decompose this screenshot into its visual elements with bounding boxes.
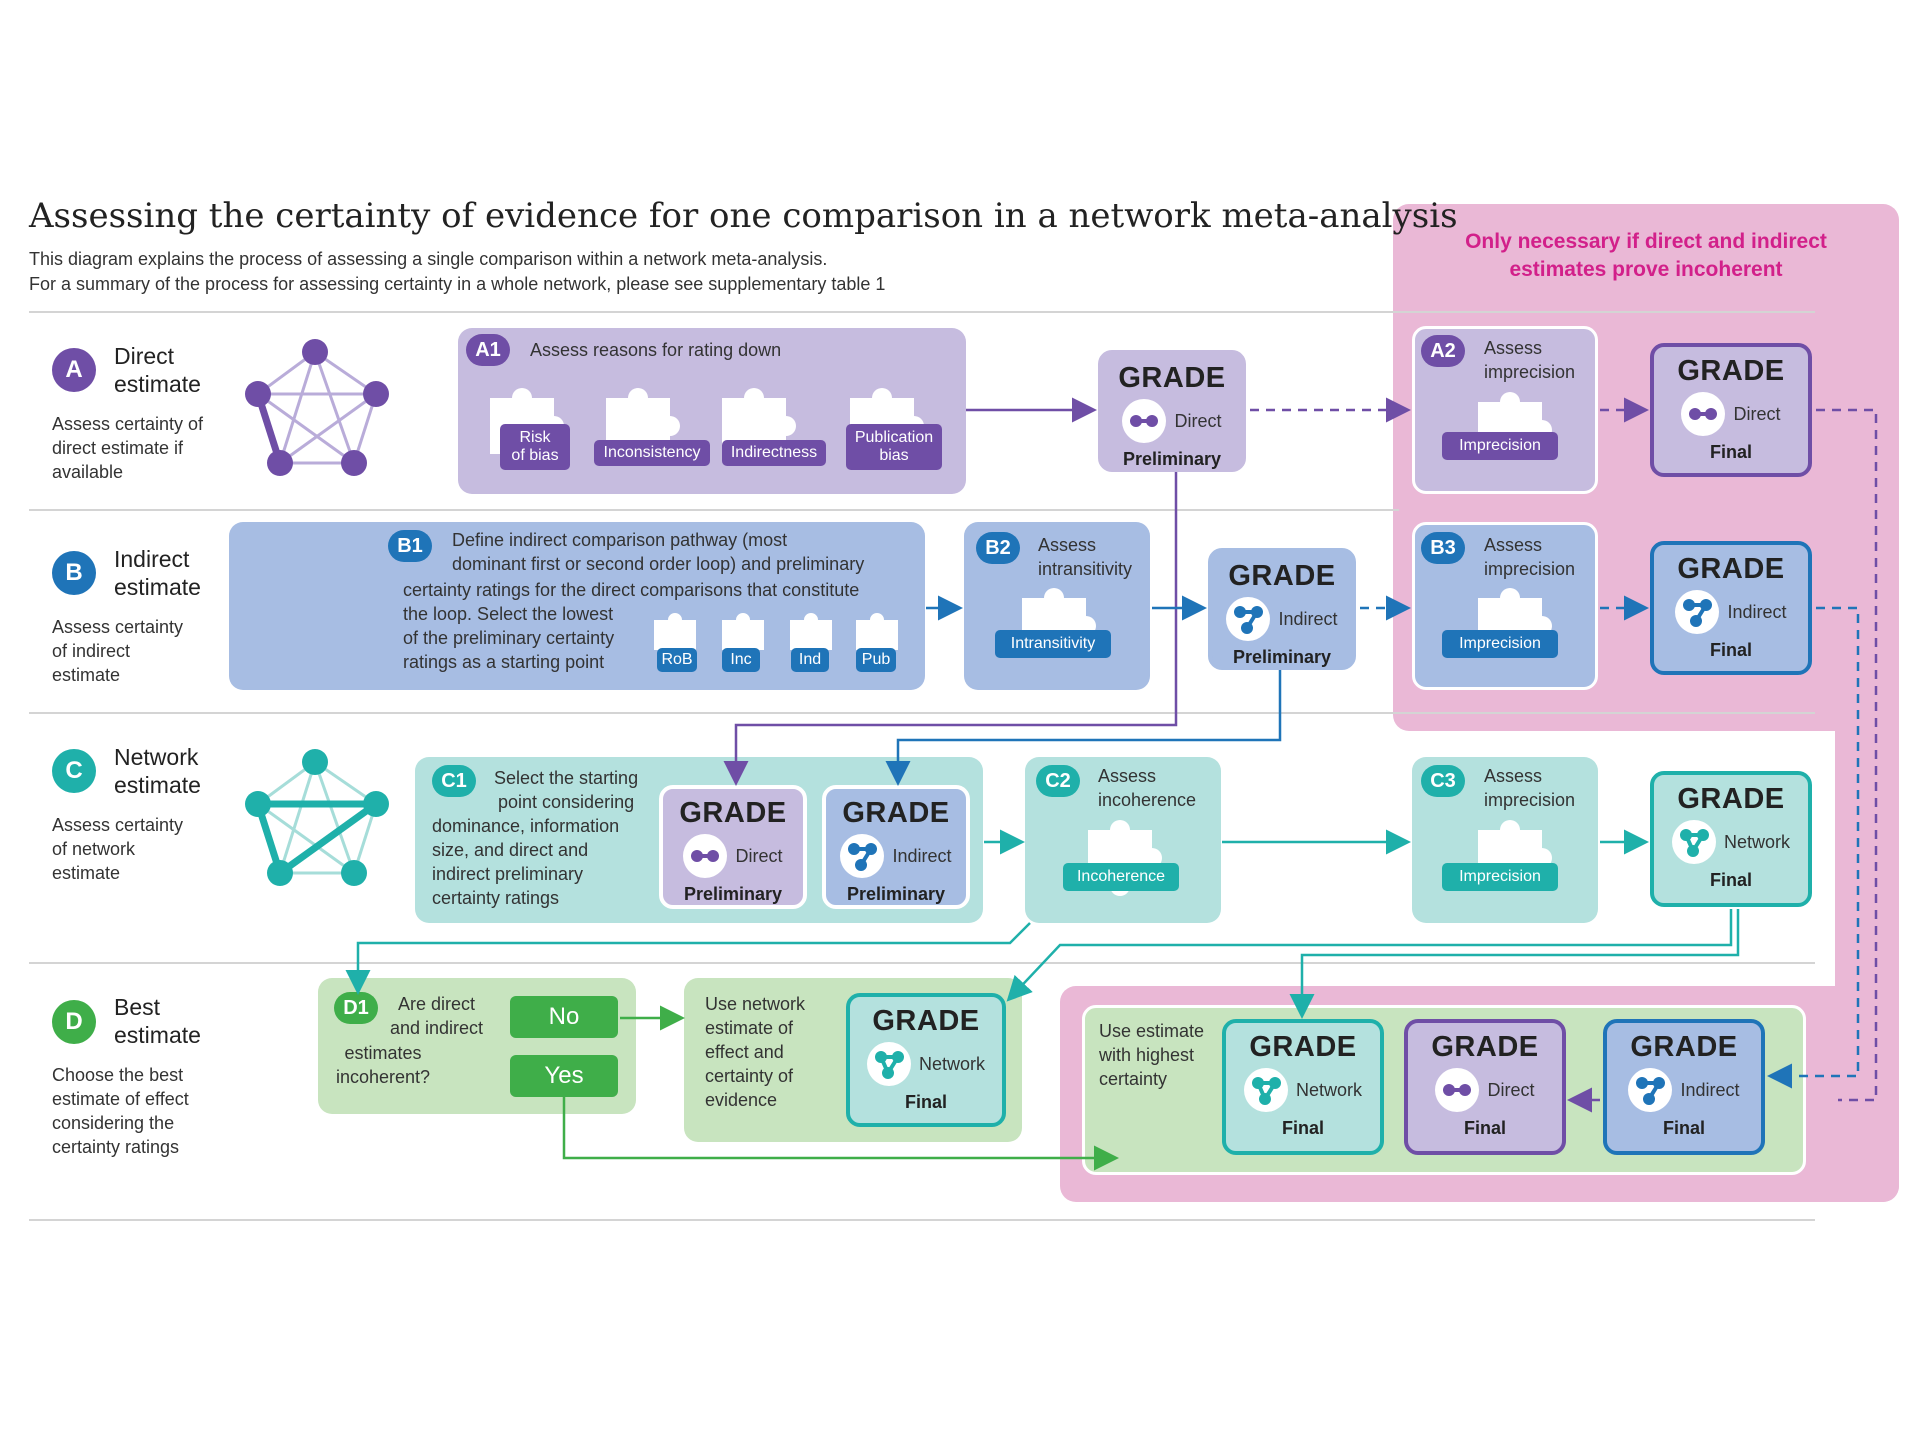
b1-text-bottom: the loop. Select the lowest of the preli…	[403, 604, 615, 672]
b3-text: Assess imprecision	[1484, 535, 1576, 579]
grade-network-final-c: GRADE Network Final	[1650, 771, 1812, 907]
piece-imprecision: Imprecision	[1442, 863, 1558, 891]
network-icon	[1671, 820, 1716, 864]
divider-line	[29, 311, 1815, 313]
grade-indirect-final-b: GRADE Indirect Final	[1650, 541, 1812, 675]
grade-label: GRADE	[1118, 362, 1226, 394]
grade-indirect-final-best: GRADE Indirect Final	[1603, 1019, 1765, 1155]
direct-link-icon	[683, 834, 728, 878]
answer-no: No	[510, 996, 618, 1038]
page-subtitle-1: This diagram explains the process of ass…	[29, 249, 828, 269]
row-d-title: Best estimate	[114, 994, 201, 1048]
network-icon	[1243, 1068, 1288, 1112]
indirect-loop-icon	[1226, 597, 1271, 641]
direct-link-icon	[1681, 392, 1726, 436]
b3-badge: B3	[1421, 532, 1465, 564]
piece-indirectness: Indirectness	[722, 440, 826, 466]
c3-badge: C3	[1421, 765, 1465, 797]
use-highest-text: Use estimate with highest certainty	[1099, 1021, 1205, 1089]
row-d-letter: D	[52, 1000, 96, 1044]
piece-intransitivity: Intransitivity	[995, 630, 1111, 658]
network-graph-network-icon	[245, 749, 389, 886]
row-c-letter: C	[52, 749, 96, 793]
grade-network-final-d: GRADE Network Final	[846, 993, 1006, 1127]
d1-badge: D1	[334, 992, 378, 1024]
b2-badge: B2	[976, 532, 1020, 564]
divider-line	[29, 1219, 1815, 1221]
grade-direct-final-a: GRADE Direct Final	[1650, 343, 1812, 477]
grade-direct-final-best: GRADE Direct Final	[1404, 1019, 1566, 1155]
piece-rob: RoB	[657, 648, 697, 672]
c1-badge: C1	[432, 765, 476, 797]
page-subtitle-2: For a summary of the process for assessi…	[29, 274, 886, 294]
d1-text-rest: estimates incoherent?	[336, 1043, 431, 1087]
piece-inconsistency: Inconsistency	[594, 440, 710, 466]
page-title: Assessing the certainty of evidence for …	[29, 196, 1458, 236]
b1-text-top: Define indirect comparison pathway (most…	[452, 530, 865, 574]
indirect-loop-icon	[840, 834, 885, 878]
row-c-title: Network estimate	[114, 744, 201, 798]
divider-line	[29, 712, 1815, 714]
piece-pub: Pub	[856, 648, 896, 672]
a2-text: Assess imprecision	[1484, 338, 1576, 382]
c2-badge: C2	[1036, 765, 1080, 797]
row-d-description: Choose the best estimate of effect consi…	[52, 1065, 189, 1157]
network-icon	[866, 1042, 911, 1086]
piece-publication-bias: Publication bias	[846, 424, 942, 470]
c1-text-first: Select the starting point considering	[494, 768, 639, 812]
row-a-letter: A	[52, 348, 96, 392]
piece-imprecision: Imprecision	[1442, 432, 1558, 460]
row-c-description: Assess certainty of network estimate	[52, 815, 184, 883]
b1-badge: B1	[388, 530, 432, 562]
network-graph-direct-icon	[245, 339, 389, 476]
divider-line	[29, 509, 1399, 511]
piece-risk-of-bias: Risk of bias	[500, 424, 570, 470]
piece-ind: Ind	[791, 648, 829, 672]
indirect-loop-icon	[1628, 1068, 1673, 1112]
grade-network-final-best: GRADE Network Final	[1222, 1019, 1384, 1155]
row-a-title: Direct estimate	[114, 343, 201, 397]
b1-text-mid: certainty ratings for the direct compari…	[403, 580, 860, 600]
a1-text: Assess reasons for rating down	[530, 340, 782, 360]
direct-link-icon	[1122, 399, 1167, 443]
use-network-text: Use network estimate of effect and certa…	[705, 994, 806, 1110]
optional-note: Only necessary if direct and indirect es…	[1465, 230, 1827, 281]
a1-badge: A1	[466, 334, 510, 366]
c2-text: Assess incoherence	[1098, 766, 1197, 810]
row-b-letter: B	[52, 551, 96, 595]
a2-badge: A2	[1421, 335, 1465, 367]
c3-text: Assess imprecision	[1484, 766, 1576, 810]
row-a-description: Assess certainty of direct estimate if a…	[52, 414, 204, 482]
answer-yes: Yes	[510, 1055, 618, 1097]
c1-text-rest: dominance, information size, and direct …	[432, 816, 620, 908]
row-b-description: Assess certainty of indirect estimate	[52, 617, 184, 685]
indirect-loop-icon	[1675, 590, 1720, 634]
piece-inc: Inc	[722, 648, 760, 672]
row-b-title: Indirect estimate	[114, 546, 201, 600]
piece-imprecision: Imprecision	[1442, 630, 1558, 658]
grade-direct-preliminary-c: GRADE Direct Preliminary	[659, 785, 807, 909]
d1-text-first: Are direct and indirect	[390, 994, 484, 1038]
direct-link-icon	[1435, 1068, 1480, 1112]
grade-status: Preliminary	[1122, 449, 1222, 469]
grade-indirect-preliminary-c: GRADE Indirect Preliminary	[822, 785, 970, 909]
piece-incoherence: Incoherence	[1063, 863, 1179, 891]
grade-indirect-preliminary-b: GRADE Indirect Preliminary	[1208, 548, 1356, 670]
grade-direct-preliminary-a: GRADE Direct Preliminary	[1098, 350, 1246, 472]
divider-line	[29, 962, 1815, 964]
b2-text: Assess intransitivity	[1038, 535, 1133, 579]
